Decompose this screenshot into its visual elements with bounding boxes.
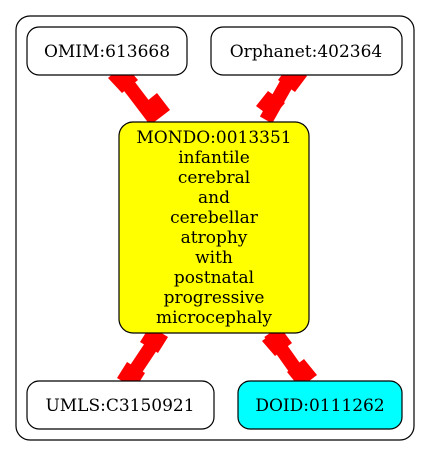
node-mondo[interactable]: MONDO:0013351 infantile cerebral and cer…: [118, 121, 310, 334]
node-mondo-line-0: MONDO:0013351: [136, 128, 291, 148]
node-mondo-line-4: cerebellar: [170, 208, 259, 228]
node-mondo-line-7: postnatal: [174, 268, 254, 288]
node-orphanet-label: Orphanet:402364: [230, 42, 383, 62]
node-omim[interactable]: OMIM:613668: [26, 26, 188, 76]
node-doid-label: DOID:0111262: [255, 396, 384, 416]
node-umls-label: UMLS:C3150921: [45, 396, 194, 416]
node-mondo-line-1: infantile: [178, 148, 250, 168]
node-mondo-line-6: with: [195, 248, 233, 268]
edge-center-doid: [262, 327, 317, 388]
node-mondo-line-2: cerebral: [178, 168, 250, 188]
node-doid[interactable]: DOID:0111262: [237, 380, 403, 430]
node-umls[interactable]: UMLS:C3150921: [26, 380, 215, 430]
node-mondo-line-8: progressive: [164, 288, 265, 308]
node-mondo-line-3: and: [198, 188, 230, 208]
node-mondo-line-9: microcephaly: [156, 308, 272, 328]
edge-omim-center: [108, 64, 170, 125]
node-omim-label: OMIM:613668: [44, 42, 170, 62]
cluster-border: [15, 15, 415, 441]
node-mondo-line-5: atrophy: [181, 228, 248, 248]
node-orphanet[interactable]: Orphanet:402364: [210, 26, 403, 76]
edge-center-umls: [117, 326, 168, 389]
